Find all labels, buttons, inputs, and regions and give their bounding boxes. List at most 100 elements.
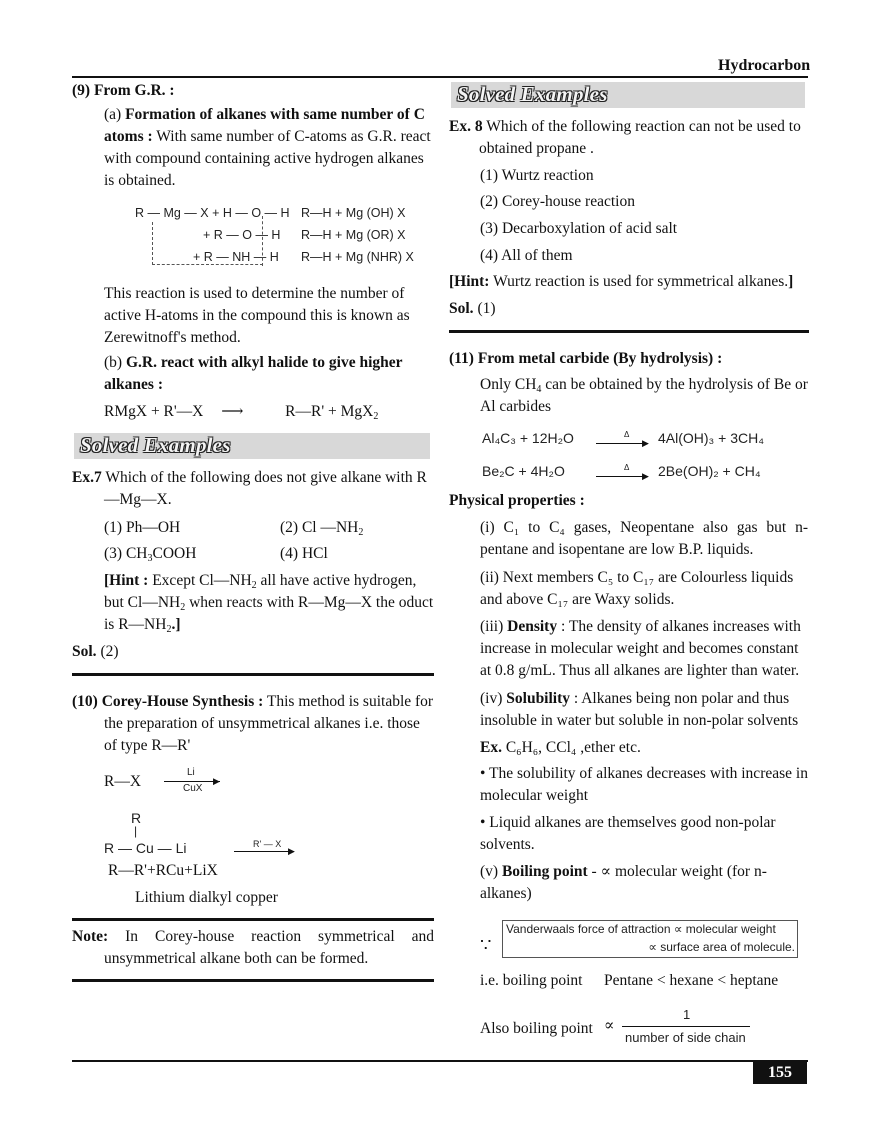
carbide-eq-2-right: 2Be(OH)₂ + CH₄: [658, 463, 761, 479]
reaction-left-3: + R — NH — H: [193, 250, 279, 264]
carbide-eq-2-left: Be₂C + 4H₂O: [482, 463, 565, 479]
hint-part-a: Except Cl—NH: [148, 572, 252, 589]
li-reagent-top: Li: [187, 767, 195, 778]
section-9-heading: (9) From G.R. :: [72, 82, 175, 99]
solvent-examples: Ex. C₆H₆, CCl₄ ,ether etc.: [480, 737, 641, 759]
property-iv: (iv) Solubility : Alkanes being non pola…: [480, 688, 810, 732]
li-reagent-bottom: CuX: [183, 783, 203, 794]
p4-label: (iv): [480, 690, 507, 707]
fraction-denominator: number of side chain: [625, 1030, 746, 1045]
carbide-eq-1-arrow: [596, 443, 648, 444]
example-8-solution: Sol. (1): [449, 298, 496, 320]
rmgx-left: RMgX + R'—X: [104, 403, 204, 420]
carbide-eq-2-arrow: [596, 476, 648, 477]
example-7-question: Ex.7 Which of the following does not giv…: [72, 467, 434, 511]
p4-text: : Alkanes being non polar and thus insol…: [480, 690, 799, 729]
solution-value: (2): [96, 643, 119, 660]
zerewitnoff-paragraph: This reaction is used to determine the n…: [104, 285, 410, 346]
property-ii: (ii) Next members C₅ to C₁₇ are Colourle…: [480, 569, 794, 608]
note-text: In Corey-house reaction symmetrical and …: [104, 928, 434, 967]
reaction-left-1: R — Mg — X + H — O — H: [135, 206, 290, 220]
example-8-option-3: (3) Decarboxylation of acid salt: [480, 220, 678, 237]
ex8-solution-label: Sol.: [449, 300, 474, 317]
ex8-hint-end: ]: [788, 273, 794, 290]
divider-left-3: [72, 979, 434, 982]
solved-examples-title-right: Solved Examples: [457, 82, 608, 106]
header-title: Hydrocarbon: [718, 57, 811, 74]
section-9a-text: With same number of C-atoms as G.R. reac…: [104, 128, 431, 189]
cuprate-name: Lithium dialkyl copper: [135, 889, 278, 906]
example-7-text: Which of the following does not give alk…: [101, 469, 427, 508]
solution-label: Sol.: [72, 643, 97, 660]
example-7-option-2: (2) Cl —NH2: [280, 519, 364, 538]
solved-examples-title-left: Solved Examples: [80, 433, 231, 457]
section-9b-label: (b): [104, 354, 126, 371]
reaction-right-1: R—H + Mg (OH) X: [301, 206, 406, 220]
solvent-ex-text: C₆H₆, CCl₄ ,ether etc.: [501, 739, 641, 756]
option-3-rest: COOH: [152, 545, 197, 562]
carbide-eq-1-left: Al₄C₃ + 12H₂O: [482, 430, 574, 446]
property-iii: (iii) Density : The density of alkanes i…: [480, 616, 810, 682]
example-8-option-2: (2) Corey-house reaction: [480, 193, 635, 210]
fraction-line: [622, 1026, 750, 1027]
divider-left-2: [72, 918, 434, 921]
solubility-bullet-1: • The solubility of alkanes decreases wi…: [480, 765, 808, 804]
example-7-solution: Sol. (2): [72, 641, 119, 663]
cuprate-arrow-head: ▶: [288, 846, 295, 856]
vanderwaals-box: Vanderwaals force of attraction ∝ molecu…: [502, 920, 798, 958]
section-9b-paragraph: (b) G.R. react with alkyl halide to give…: [104, 352, 434, 396]
example-8-text: Which of the following reaction can not …: [479, 118, 801, 157]
dashed-divider: [262, 216, 263, 266]
carbide-eq-1-right: 4Al(OH)₃ + 3CH₄: [658, 430, 764, 446]
carbide-eq-2-delta: Δ: [624, 463, 630, 472]
hint-label: [Hint :: [104, 572, 149, 589]
header-rule: [72, 76, 808, 78]
section-9b-title: G.R. react with alkyl halide to give hig…: [104, 354, 403, 393]
ex8-hint-text: Wurtz reaction is used for symmetrical a…: [489, 273, 789, 290]
example-7-option-4: (4) HCl: [280, 545, 328, 562]
example-8-label: Ex. 8: [449, 118, 483, 135]
p3-title: Density: [507, 618, 558, 635]
solubility-bullet-2: • Liquid alkanes are themselves good non…: [480, 814, 776, 853]
solved-examples-banner-right: Solved Examples: [451, 82, 805, 108]
option-2-text: (2) Cl —NH: [280, 519, 359, 536]
s11-text-a: Only CH: [480, 376, 537, 393]
example-7-label: Ex.7: [72, 469, 102, 486]
divider-left-1: [72, 673, 434, 676]
physical-properties-heading: Physical properties :: [449, 492, 585, 509]
rmgx-arrow: ⟶: [221, 403, 244, 420]
section-9a-label: (a): [104, 106, 126, 123]
example-7-option-1: (1) Ph—OH: [104, 519, 181, 536]
p3-text: : The density of alkanes increases with …: [480, 618, 801, 679]
example-7-hint: [Hint : Except Cl—NH2 all have active hy…: [104, 572, 434, 635]
li-arrow-head: ▶: [213, 776, 220, 786]
section-9a-title: Formation of alkanes with same number of…: [104, 106, 425, 145]
cuprate-bond: |: [134, 824, 138, 838]
hint-end: .]: [171, 616, 181, 633]
note-paragraph: Note: In Corey-house reaction symmetrica…: [72, 926, 434, 970]
cuprate-formula: R — Cu — Li: [104, 840, 187, 856]
option-3-text: (3) CH: [104, 545, 148, 562]
footer-rule: [72, 1060, 808, 1062]
ex8-hint-label: [Hint:: [449, 273, 490, 290]
section-11-heading: (11) From metal carbide (By hydrolysis) …: [449, 350, 723, 367]
page-number: 155: [753, 1062, 807, 1084]
s11-text-b: can be obtained by the hydrolysis of Be …: [480, 376, 808, 415]
box-line-1: Vanderwaals force of attraction ∝ molecu…: [506, 922, 776, 936]
cuprate-arrow: [234, 851, 294, 852]
carbide-eq-1-arrowhead: ▶: [642, 438, 649, 448]
carbide-eq-2-arrowhead: ▶: [642, 471, 649, 481]
reaction-right-3: R—H + Mg (NHR) X: [301, 250, 414, 264]
property-i: (i) C₁ to C₄ gases, Neopentane also gas …: [480, 519, 808, 558]
because-symbol: ∵: [480, 935, 492, 955]
section-10-paragraph: (10) Corey-House Synthesis : This method…: [72, 691, 434, 757]
section-9a-paragraph: (a) Formation of alkanes with same numbe…: [104, 104, 434, 192]
dashed-bracket: [152, 222, 263, 265]
rx-reagent-label: R' — X: [253, 839, 282, 849]
li-arrow: [164, 781, 220, 782]
hint-part-c: when reacts with R—Mg—X the oduct is R—N…: [104, 594, 434, 633]
example-7-option-3: (3) CH3COOH: [104, 545, 197, 564]
p5-text: - ∝ molecular weight (for n-alkanes): [480, 863, 767, 902]
section-10-title: (10) Corey-House Synthesis :: [72, 693, 264, 710]
fraction-numerator: 1: [683, 1007, 691, 1022]
